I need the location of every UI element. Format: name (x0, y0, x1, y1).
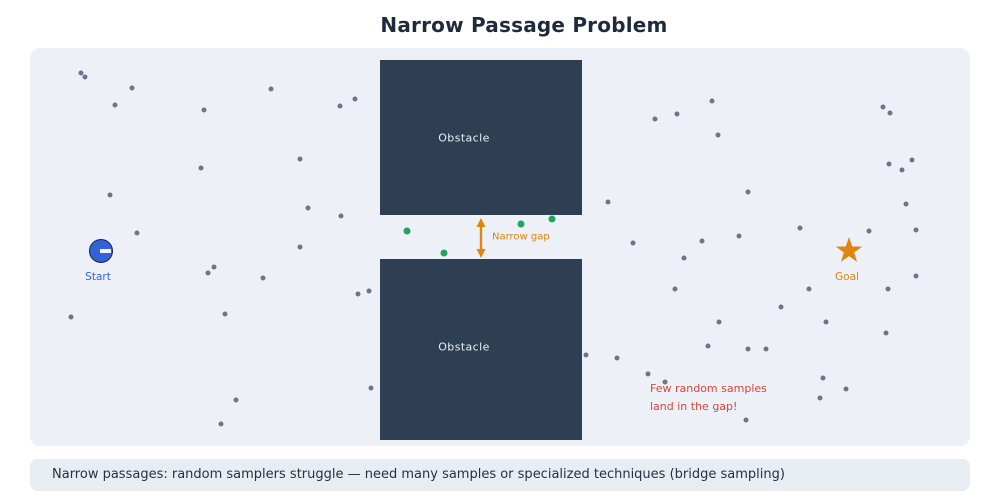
obstacle-block: Obstacle (380, 259, 582, 440)
random-sample-dot (355, 291, 361, 297)
random-sample-dot (366, 288, 372, 294)
start-label: Start (85, 271, 111, 283)
random-sample-dot (297, 156, 303, 162)
random-sample-dot (82, 74, 88, 80)
random-sample-dot (352, 96, 358, 102)
random-sample-dot (68, 314, 74, 320)
random-sample-dot (883, 330, 889, 336)
obstacle-block: Obstacle (380, 60, 582, 215)
random-sample-dot (614, 355, 620, 361)
narrow-gap-label: Narrow gap (492, 231, 550, 243)
obstacle-label: Obstacle (438, 131, 490, 145)
caption-text: Narrow passages: random samplers struggl… (52, 467, 785, 482)
random-sample-dot (823, 319, 829, 325)
random-sample-dot (705, 343, 711, 349)
random-sample-dot (630, 240, 636, 246)
random-sample-dot (745, 346, 751, 352)
random-sample-dot (674, 111, 680, 117)
random-sample-dot (662, 379, 668, 385)
random-sample-dot (763, 346, 769, 352)
random-sample-dot (887, 110, 893, 116)
random-sample-dot (338, 213, 344, 219)
random-sample-dot (211, 264, 217, 270)
random-sample-dot (885, 286, 891, 292)
obstacle-label: Obstacle (438, 340, 490, 354)
random-sample-dot (778, 304, 784, 310)
random-sample-dot (268, 86, 274, 92)
random-sample-dot (134, 230, 140, 236)
page-title: Narrow Passage Problem (380, 13, 668, 37)
random-sample-dot (218, 421, 224, 427)
caption-bar: Narrow passages: random samplers struggl… (30, 459, 970, 491)
random-sample-dot (652, 116, 658, 122)
narrow-gap-arrow-icon (476, 218, 486, 258)
start-marker-notch (100, 248, 111, 253)
random-sample-dot (903, 201, 909, 207)
start-marker (89, 239, 113, 263)
random-sample-dot (743, 417, 749, 423)
random-sample-dot (305, 205, 311, 211)
random-sample-dot (201, 107, 207, 113)
random-sample-dot (806, 286, 812, 292)
gap-sample-dot (440, 249, 448, 257)
random-sample-dot (205, 270, 211, 276)
random-sample-dot (745, 189, 751, 195)
random-sample-dot (699, 238, 705, 244)
random-sample-dot (645, 371, 651, 377)
random-sample-dot (583, 352, 589, 358)
random-sample-dot (886, 161, 892, 167)
random-sample-dot (368, 385, 374, 391)
random-sample-dot (880, 104, 886, 110)
random-sample-dot (78, 70, 84, 76)
random-sample-dot (297, 244, 303, 250)
random-sample-dot (709, 98, 715, 104)
random-sample-dot (260, 275, 266, 281)
random-sample-dot (797, 225, 803, 231)
random-sample-dot (909, 157, 915, 163)
random-sample-dot (817, 395, 823, 401)
random-sample-dot (672, 286, 678, 292)
random-sample-dot (112, 102, 118, 108)
random-sample-dot (129, 85, 135, 91)
random-sample-dot (605, 199, 611, 205)
warning-line1: Few random samples (650, 382, 767, 395)
gap-sample-dot (548, 215, 556, 223)
random-sample-dot (233, 397, 239, 403)
goal-star-icon (835, 237, 863, 262)
random-sample-dot (681, 255, 687, 261)
random-sample-dot (337, 103, 343, 109)
random-sample-dot (198, 165, 204, 171)
random-sample-dot (716, 319, 722, 325)
random-sample-dot (913, 273, 919, 279)
gap-sample-dot (403, 227, 411, 235)
random-sample-dot (736, 233, 742, 239)
random-sample-dot (222, 311, 228, 317)
random-sample-dot (866, 228, 872, 234)
random-sample-dot (715, 132, 721, 138)
random-sample-dot (899, 167, 905, 173)
goal-label: Goal (835, 271, 859, 283)
warning-line2: land in the gap! (650, 399, 738, 413)
random-sample-dot (843, 386, 849, 392)
random-sample-dot (107, 192, 113, 198)
random-sample-dot (820, 375, 826, 381)
random-sample-dot (913, 227, 919, 233)
warning-annotation: Few random samples land in the gap! (650, 380, 767, 415)
gap-sample-dot (517, 220, 525, 228)
